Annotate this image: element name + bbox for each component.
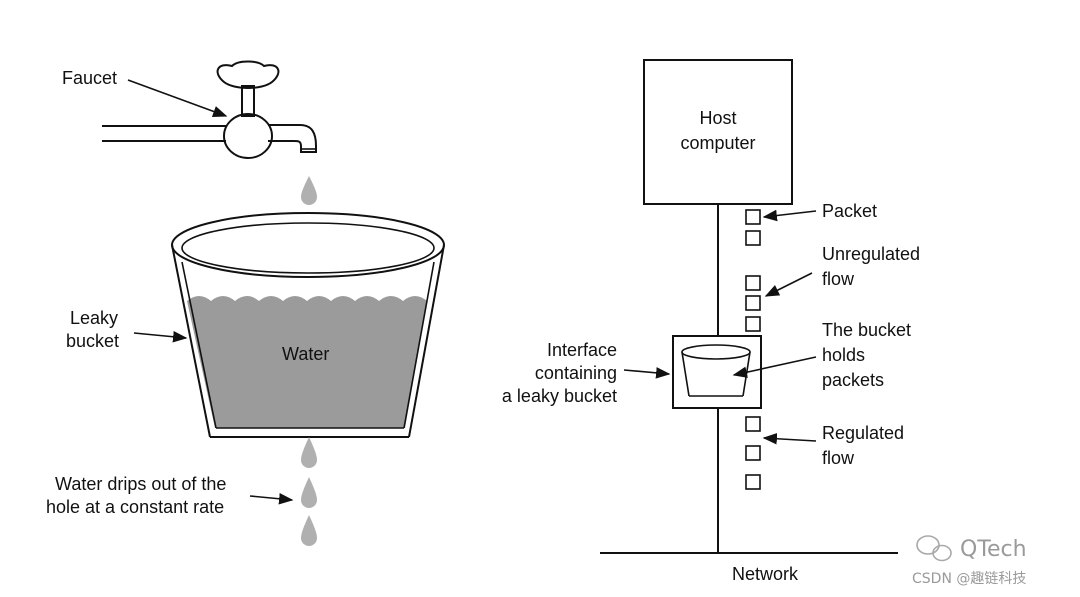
drips-arrow [249, 493, 294, 505]
packet [745, 209, 761, 225]
packet-arrow [762, 209, 817, 222]
bucket-holds-line1: The bucket [822, 320, 911, 340]
interface-arrow [623, 367, 671, 379]
packet [745, 230, 761, 246]
bucket-holds-line3: packets [822, 370, 884, 390]
interface-label-line3: a leaky bucket [502, 386, 617, 406]
small-bucket [681, 344, 751, 397]
leaky-bucket-label-line1: Leaky [70, 308, 118, 328]
interface-box [672, 335, 762, 409]
water-label: Water [282, 344, 329, 364]
host-label-line1: Host [699, 108, 736, 128]
faucet-label: Faucet [62, 68, 117, 88]
packet [745, 316, 761, 332]
network-label: Network [732, 564, 799, 584]
packet [745, 295, 761, 311]
unregulated-arrow [764, 272, 813, 297]
watermark-brand: QTech [960, 537, 1027, 562]
packet-label: Packet [822, 201, 877, 221]
unregulated-label-line1: Unregulated [822, 244, 920, 264]
falling-drop [301, 176, 317, 205]
watermark: QTech CSDN @趣链科技 [912, 535, 1027, 587]
packet [745, 275, 761, 291]
host-label-line2: computer [680, 133, 755, 153]
packet [745, 474, 761, 490]
drips-label-line2: hole at a constant rate [46, 497, 224, 517]
interface-label-line2: containing [535, 363, 617, 383]
host-computer-box [643, 59, 793, 205]
bucket-holds-arrow [732, 356, 817, 378]
regulated-label-line1: Regulated [822, 423, 904, 443]
unregulated-packets [745, 209, 761, 332]
faucet [102, 60, 317, 159]
water-fill [187, 296, 427, 428]
packet [745, 445, 761, 461]
leaky-bucket [171, 212, 445, 438]
regulated-label-line2: flow [822, 448, 855, 468]
bucket-arrow [133, 331, 188, 343]
regulated-packets [745, 416, 761, 490]
drips [301, 437, 317, 546]
packet [745, 416, 761, 432]
wechat-icon [916, 535, 952, 562]
unregulated-label-line2: flow [822, 269, 855, 289]
faucet-arrow [127, 79, 228, 117]
regulated-arrow [762, 432, 817, 445]
drips-label-line1: Water drips out of the [55, 474, 226, 494]
bucket-holds-line2: holds [822, 345, 865, 365]
watermark-source: CSDN @趣链科技 [912, 571, 1026, 587]
leaky-bucket-label-line2: bucket [66, 331, 119, 351]
interface-label-line1: Interface [547, 340, 617, 360]
